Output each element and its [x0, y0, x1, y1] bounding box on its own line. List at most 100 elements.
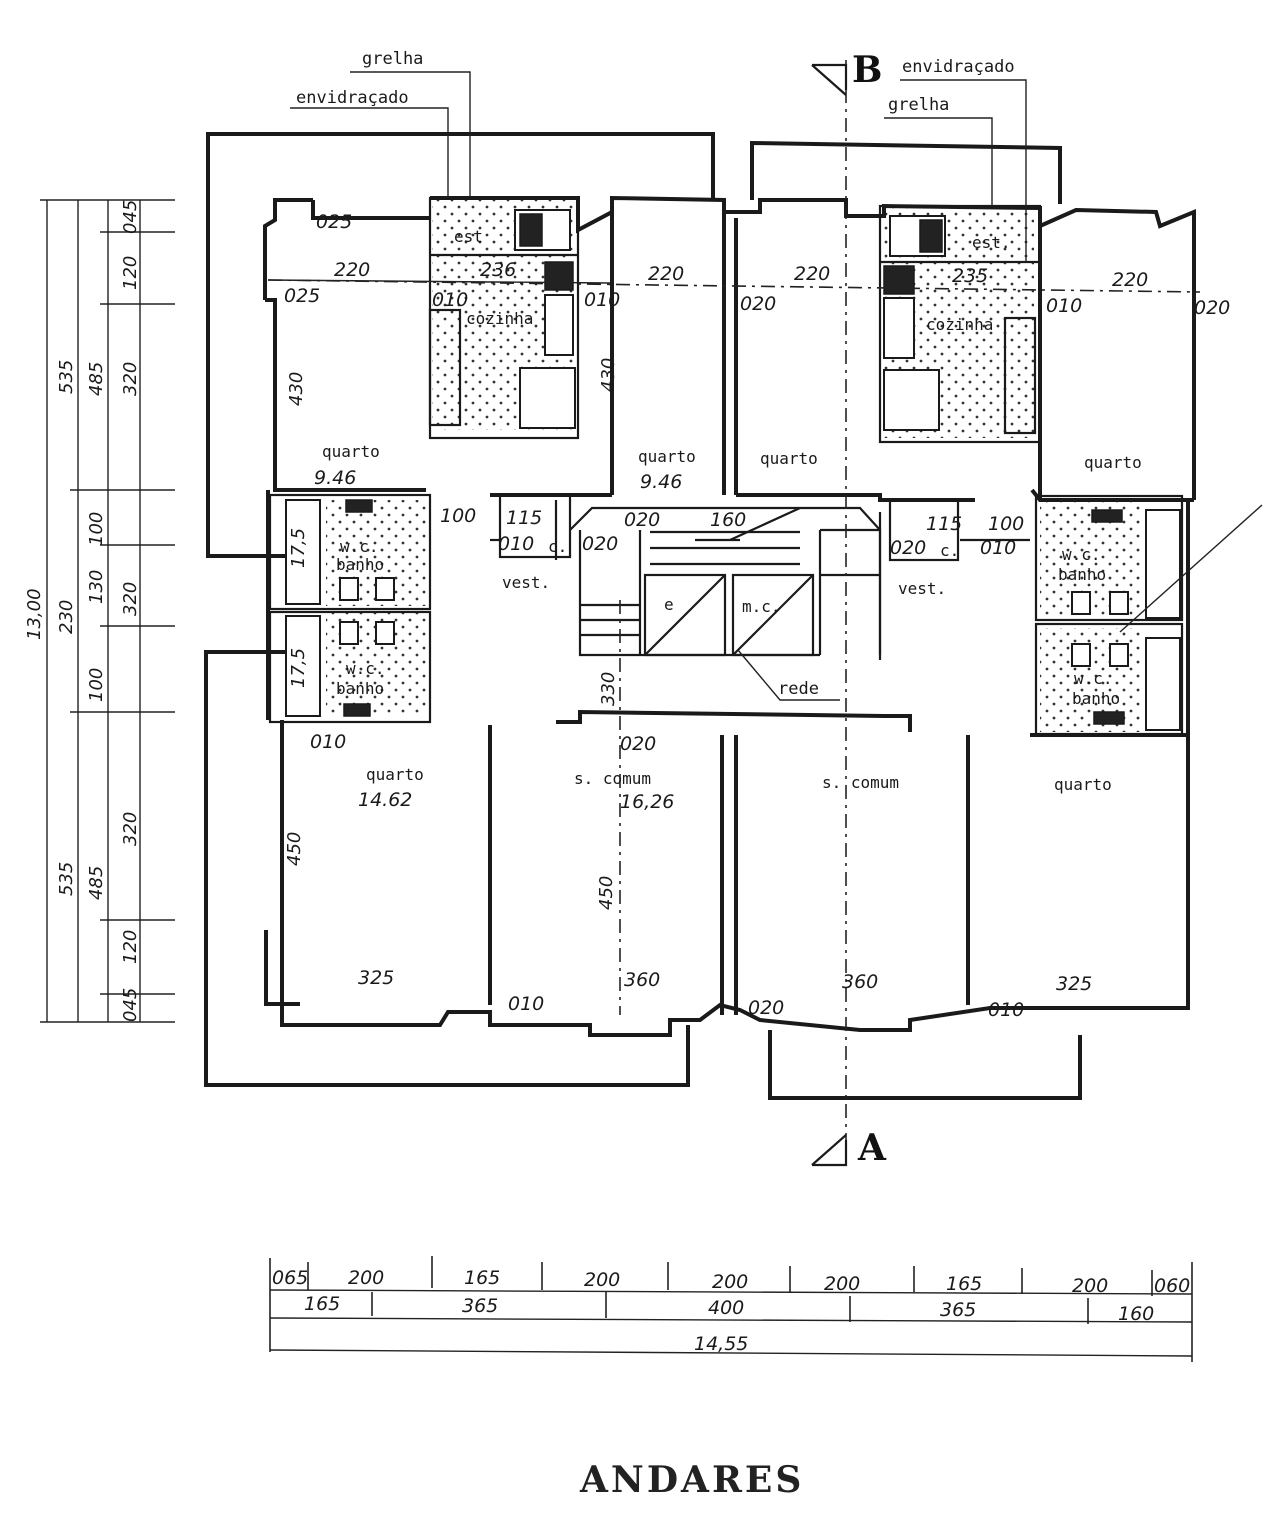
dim-325b: 325 [1056, 973, 1092, 995]
dim-330: 330 [598, 672, 619, 706]
room-wc-r2-b: banho [1072, 689, 1120, 708]
dim-175a: 17,5 [288, 528, 309, 568]
dim-020g: 020 [748, 997, 784, 1019]
dim-010d: 010 [498, 533, 534, 555]
dim-left-c2-3: 100 [86, 668, 107, 702]
dim-left-c3-5: 120 [120, 930, 141, 964]
room-wc-r1-b: banho [1058, 565, 1106, 584]
dim-bottom-r1-4: 200 [712, 1271, 748, 1293]
dim-020e: 020 [890, 537, 926, 559]
room-quarto-tr2: quarto [1084, 453, 1142, 472]
closets [490, 493, 1030, 562]
dim-025b: 025 [284, 285, 320, 307]
dim-010g: 010 [508, 993, 544, 1015]
room-quarto-tr1: quarto [760, 449, 818, 468]
room-scomum-left-area: 16,26 [620, 791, 674, 813]
dim-bottom-r1-2: 165 [464, 1267, 500, 1289]
dim-bottom-r1-0: 065 [272, 1267, 308, 1289]
dim-left-c2-0: 485 [86, 362, 107, 396]
dim-020a: 020 [740, 293, 776, 315]
dim-100a: 100 [440, 505, 476, 527]
room-wc-l2-b: banho [336, 679, 384, 698]
dim-450b: 450 [596, 876, 617, 910]
dim-160: 160 [710, 509, 746, 531]
envidracado-left-label: envidraçado [296, 88, 409, 108]
envidracado-right-label: envidraçado [902, 57, 1015, 77]
annotations: grelha envidraçado envidraçado grelha re… [296, 49, 1015, 1169]
dim-left-c3-0: 045 [120, 200, 141, 234]
dim-175b: 17,5 [288, 648, 309, 688]
dim-325a: 325 [358, 967, 394, 989]
kitchen-right [878, 204, 1042, 444]
dim-bottom-total: 14,55 [694, 1333, 748, 1355]
room-wc-l1-b: banho [336, 555, 384, 574]
dim-020b: 020 [1194, 297, 1230, 319]
room-quarto-bl: quarto [366, 765, 424, 784]
dim-bottom-r1-8: 060 [1154, 1275, 1190, 1297]
dim-left-c1-1: 230 [56, 600, 77, 634]
dim-010a: 010 [432, 289, 468, 311]
dim-bottom-r1-6: 165 [946, 1273, 982, 1295]
dim-left-c2-4: 485 [86, 866, 107, 900]
dim-025a: 025 [316, 211, 352, 233]
room-labels: quarto 9.46 quarto 9.46 quarto quarto qu… [314, 227, 1142, 813]
leader-lines [267, 71, 1263, 701]
dim-left-c3-1: 120 [120, 256, 141, 290]
room-wc-l2-a: w.c. [346, 659, 385, 678]
dim-bottom-r1-1: 200 [348, 1267, 384, 1289]
dim-220d: 220 [1112, 269, 1148, 291]
room-cozinha-right: cozinha [926, 315, 993, 334]
room-vest-right: vest. [898, 579, 946, 598]
room-elevator-e: e [664, 595, 674, 614]
left-dim-ruler [40, 199, 175, 1023]
dim-010b: 010 [584, 289, 620, 311]
dim-010e: 010 [980, 537, 1016, 559]
dim-bottom-r2-1: 365 [462, 1295, 498, 1317]
dim-left-c1-0: 535 [56, 360, 77, 394]
drawing-title: ANDARES [579, 1459, 804, 1501]
dim-left-c2-2: 130 [86, 570, 107, 604]
dim-bottom-r2-2: 400 [708, 1297, 744, 1319]
dim-236: 236 [480, 259, 516, 281]
section-mark-top: B [852, 49, 882, 91]
plan-dimensions: 025 025 220 236 010 010 220 220 020 235 … [284, 211, 1230, 1021]
dim-bottom-r2-4: 160 [1118, 1303, 1154, 1325]
bathrooms [268, 493, 1184, 736]
room-wc-r1-a: w.c. [1062, 545, 1101, 564]
bottom-dim-ruler [269, 1256, 1193, 1362]
dim-left-c2-1: 100 [86, 512, 107, 546]
dim-left-c3-3: 320 [120, 582, 141, 616]
dim-010h: 010 [988, 999, 1024, 1021]
dim-bottom-r2-0: 165 [304, 1293, 340, 1315]
dim-010f: 010 [310, 731, 346, 753]
dim-115a: 115 [506, 507, 542, 529]
dim-360b: 360 [842, 971, 878, 993]
room-vest-left: vest. [502, 573, 550, 592]
room-est-right: est. [972, 233, 1011, 252]
room-quarto-bl-area: 14.62 [358, 789, 412, 811]
section-mark-bottom: A [857, 1127, 887, 1169]
room-c-left: c. [548, 537, 567, 556]
room-elevator-mc: m.c. [742, 597, 781, 616]
outer-walls [204, 132, 1082, 1100]
room-est-left: est [454, 227, 483, 246]
dim-220a: 220 [334, 259, 370, 281]
dim-235: 235 [952, 265, 988, 287]
left-dim-text: 13,00 535 230 535 485 100 130 100 485 04… [24, 200, 141, 1022]
kitchen-left [428, 196, 580, 440]
dim-430a: 430 [286, 372, 307, 406]
dim-360a: 360 [624, 969, 660, 991]
room-c-right: c. [940, 541, 959, 560]
dim-010c: 010 [1046, 295, 1082, 317]
dim-left-c3-2: 320 [120, 362, 141, 396]
bottom-dim-text: 065 200 165 200 200 200 165 200 060 165 … [272, 1267, 1190, 1355]
dim-220c: 220 [794, 263, 830, 285]
dim-450a: 450 [284, 832, 305, 866]
dim-left-c3-4: 320 [120, 812, 141, 846]
dim-left-c1-2: 535 [56, 862, 77, 896]
room-wc-r2-a: w.c. [1074, 669, 1113, 688]
dim-left-total: 13,00 [24, 588, 45, 640]
grelha-right-label: grelha [888, 95, 949, 115]
dim-100b: 100 [988, 513, 1024, 535]
